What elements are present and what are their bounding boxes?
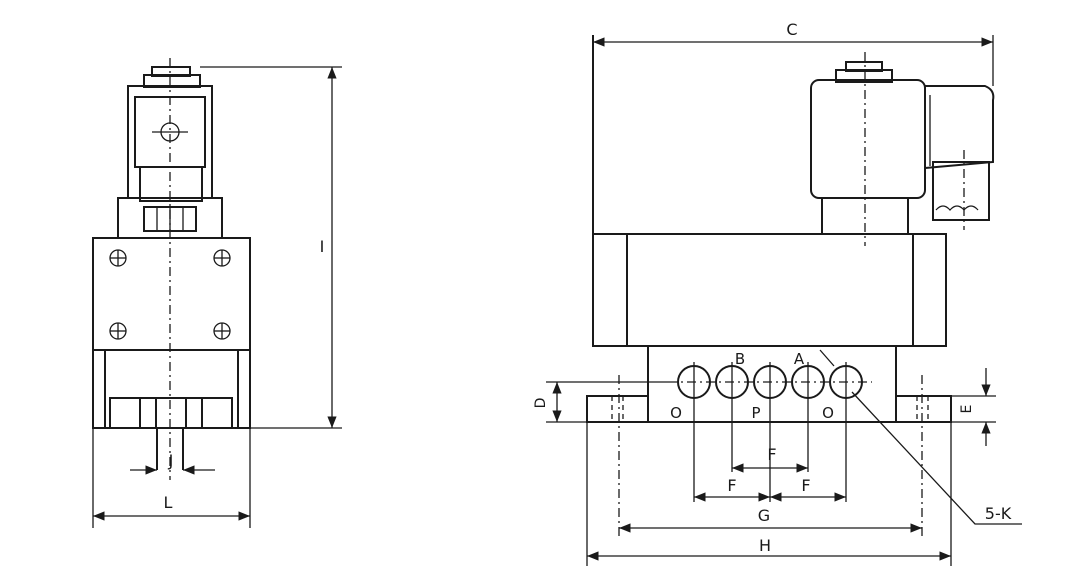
side-connector-neck <box>139 166 203 202</box>
front-valve-body <box>592 233 947 347</box>
port-label-a: A <box>794 350 805 368</box>
port-label-o-right: O <box>822 404 834 422</box>
port-label-p: P <box>751 404 760 422</box>
dim-holes-label: 5-K <box>985 504 1012 523</box>
dim-height-label: I <box>320 237 325 256</box>
side-mount-slots <box>109 397 233 429</box>
dim-mount-pitch-label: G <box>758 506 770 525</box>
port-label-b: B <box>735 350 745 368</box>
dim-port-pitch-left-label: F <box>727 476 736 495</box>
port-label-o-left: O <box>670 404 682 422</box>
front-left-foot <box>586 395 649 423</box>
front-port-holes <box>668 362 872 502</box>
dim-pin-label: J <box>168 451 174 470</box>
front-top-cap <box>835 69 893 83</box>
dim-holes-leader <box>851 391 1022 525</box>
dim-base-height-label: D <box>533 398 549 409</box>
front-coil <box>810 79 926 199</box>
front-manifold-block <box>647 345 897 423</box>
side-base-block <box>92 349 251 429</box>
dim-width-label: L <box>164 493 173 512</box>
side-body-screw-icon <box>109 249 231 340</box>
dim-port-pitch-right-label: F <box>801 476 810 495</box>
front-connector-neck <box>932 161 990 221</box>
front-right-foot <box>895 395 952 423</box>
dim-length-label: C <box>786 20 797 39</box>
dim-foot-height-label: E <box>959 405 975 414</box>
dim-base-length-label: H <box>759 536 771 555</box>
side-view: I J L <box>92 58 342 528</box>
dim-port-pitch-top-label: F <box>767 445 776 464</box>
front-view: C <box>533 20 1022 566</box>
front-connector-plug <box>924 85 995 170</box>
side-valve-body <box>92 237 251 351</box>
